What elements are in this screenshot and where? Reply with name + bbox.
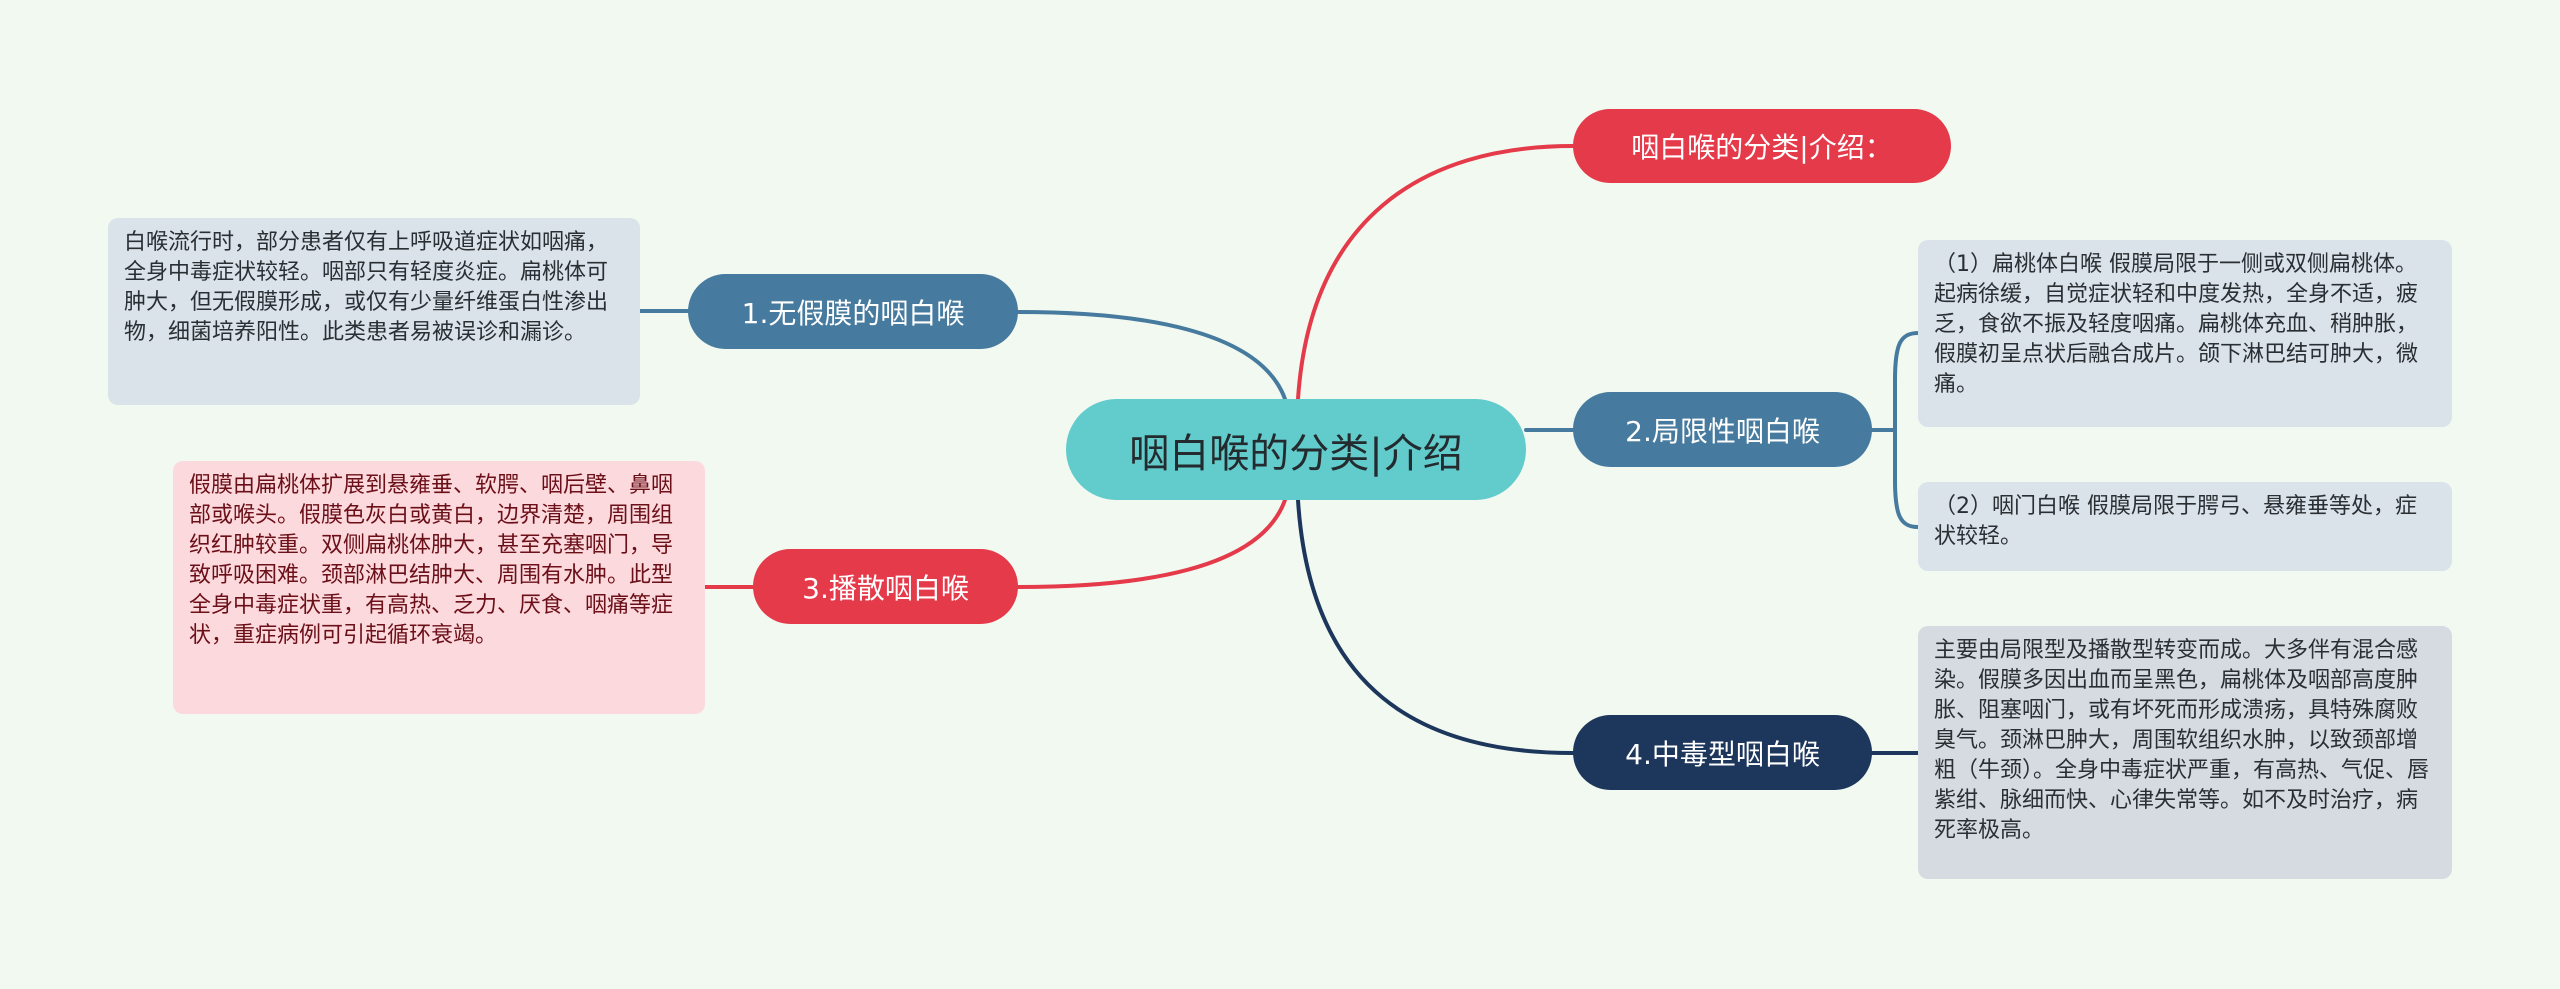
link-center-b1 [1016,310,1287,401]
link-b2-bracket [1870,331,1920,529]
central-topic[interactable]: 咽白喉的分类|介绍 [1066,399,1526,500]
note-toxic[interactable]: 主要由局限型及播散型转变而成。大多伴有混合感染。假膜多因出血而呈黑色，扁桃体及咽… [1918,626,2452,879]
topic-no-pseudomembrane[interactable]: 1.无假膜的咽白喉 [688,274,1018,349]
topic-localized[interactable]: 2.局限性咽白喉 [1573,392,1872,467]
link-center-b4 [1296,498,1575,755]
topic-intro[interactable]: 咽白喉的分类|介绍： [1573,109,1951,183]
topic-localized-label: 2.局限性咽白喉 [1625,414,1820,448]
link-center-intro [1296,144,1575,401]
note-tonsillar[interactable]: （1）扁桃体白喉 假膜局限于一侧或双侧扁桃体。起病徐缓，自觉症状轻和中度发热，全… [1918,240,2452,427]
topic-disseminated-label: 3.播散咽白喉 [802,571,969,605]
note-disseminated[interactable]: 假膜由扁桃体扩展到悬雍垂、软腭、咽后壁、鼻咽部或喉头。假膜色灰白或黄白，边界清楚… [173,461,705,714]
topic-intro-label: 咽白喉的分类|介绍： [1631,131,1893,164]
topic-disseminated[interactable]: 3.播散咽白喉 [753,549,1018,624]
central-topic-label: 咽白喉的分类|介绍 [1129,430,1463,477]
topic-no-pseudomembrane-label: 1.无假膜的咽白喉 [741,296,965,330]
topic-toxic[interactable]: 4.中毒型咽白喉 [1573,715,1872,790]
note-faucial[interactable]: （2）咽门白喉 假膜局限于腭弓、悬雍垂等处，症状较轻。 [1918,482,2452,571]
note-no-pseudomembrane[interactable]: 白喉流行时，部分患者仅有上呼吸道症状如咽痛，全身中毒症状较轻。咽部只有轻度炎症。… [108,218,640,405]
topic-toxic-label: 4.中毒型咽白喉 [1625,737,1820,771]
link-center-b3 [1016,498,1287,589]
